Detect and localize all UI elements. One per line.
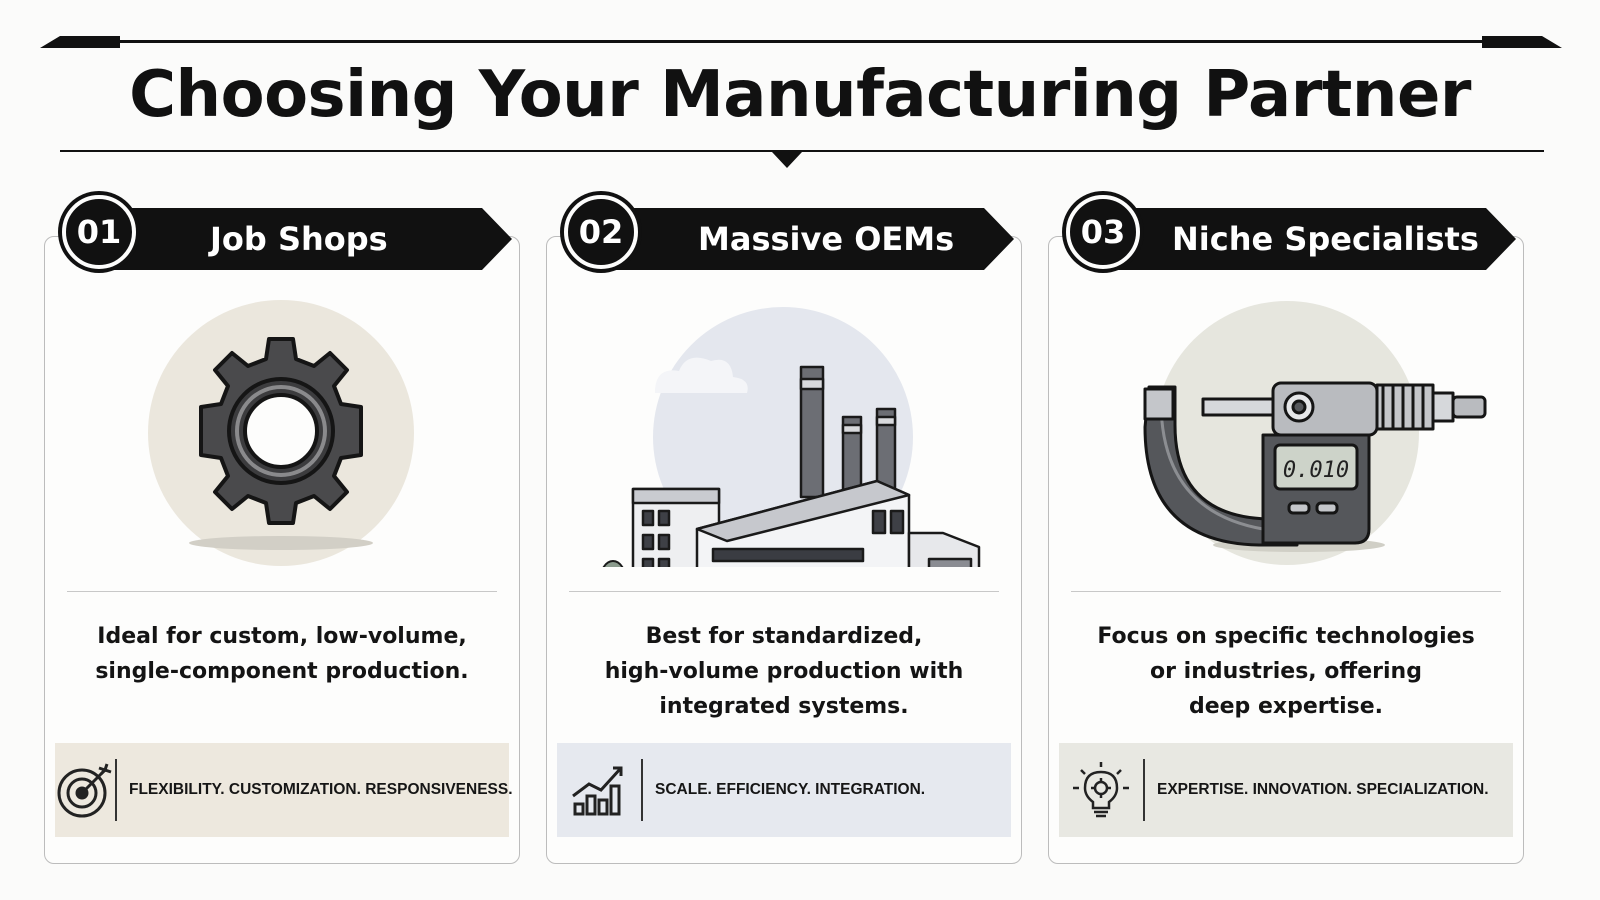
card-label: Job Shops bbox=[210, 220, 388, 258]
strip-separator bbox=[641, 759, 643, 821]
tagline-strip: SCALE. EFFICIENCY. INTEGRATION. bbox=[557, 743, 1011, 837]
card-label: Niche Specialists bbox=[1172, 220, 1479, 258]
card-massive-oems: Best for standardized, high-volume produ… bbox=[546, 236, 1022, 864]
gear-illustration bbox=[45, 297, 521, 567]
page-title: Choosing Your Manufacturing Partner bbox=[129, 58, 1471, 132]
card-divider bbox=[67, 591, 497, 592]
strip-separator bbox=[115, 759, 117, 821]
factory-illustration bbox=[547, 297, 1023, 611]
card-description: Best for standardized, high-volume produ… bbox=[604, 624, 964, 719]
tagline-strip: FLEXIBILITY. CUSTOMIZATION. RESPONSIVENE… bbox=[55, 743, 513, 837]
banner-niche-specialists: 03 Niche Specialists bbox=[1064, 195, 1516, 270]
micrometer-illustration: 0.010 bbox=[1049, 297, 1525, 567]
tagline-text: SCALE. EFFICIENCY. INTEGRATION. bbox=[655, 781, 926, 798]
card-divider bbox=[569, 591, 999, 592]
card-job-shops: Ideal for custom, low-volume, single-com… bbox=[44, 236, 520, 864]
number-badge: 03 bbox=[1066, 195, 1140, 269]
card-description: Focus on specific technologies or indust… bbox=[1097, 624, 1475, 719]
number-badge: 02 bbox=[564, 195, 638, 269]
card-niche-specialists: 0.010 Focus on specific technologies or … bbox=[1048, 236, 1524, 864]
tagline-text: EXPERTISE. INNOVATION. SPECIALIZATION. bbox=[1157, 781, 1489, 798]
gear-icon bbox=[199, 337, 363, 525]
top-rule bbox=[40, 36, 1562, 48]
lightbulb-gear-icon bbox=[1059, 743, 1143, 837]
number-badge: 01 bbox=[62, 195, 136, 269]
growth-chart-icon bbox=[557, 743, 641, 837]
title-rule bbox=[60, 150, 1544, 168]
banner-massive-oems: 02 Massive OEMs bbox=[562, 195, 1014, 270]
micrometer-icon bbox=[1143, 381, 1487, 547]
target-icon bbox=[55, 743, 115, 837]
banner-job-shops: 01 Job Shops bbox=[60, 195, 512, 270]
tagline-text: FLEXIBILITY. CUSTOMIZATION. RESPONSIVENE… bbox=[129, 781, 513, 798]
card-label: Massive OEMs bbox=[698, 220, 955, 258]
micrometer-reading: 0.010 bbox=[1283, 458, 1349, 483]
card-description: Ideal for custom, low-volume, single-com… bbox=[95, 624, 469, 684]
tagline-strip: EXPERTISE. INNOVATION. SPECIALIZATION. bbox=[1059, 743, 1513, 837]
card-divider bbox=[1071, 591, 1501, 592]
strip-separator bbox=[1143, 759, 1145, 821]
